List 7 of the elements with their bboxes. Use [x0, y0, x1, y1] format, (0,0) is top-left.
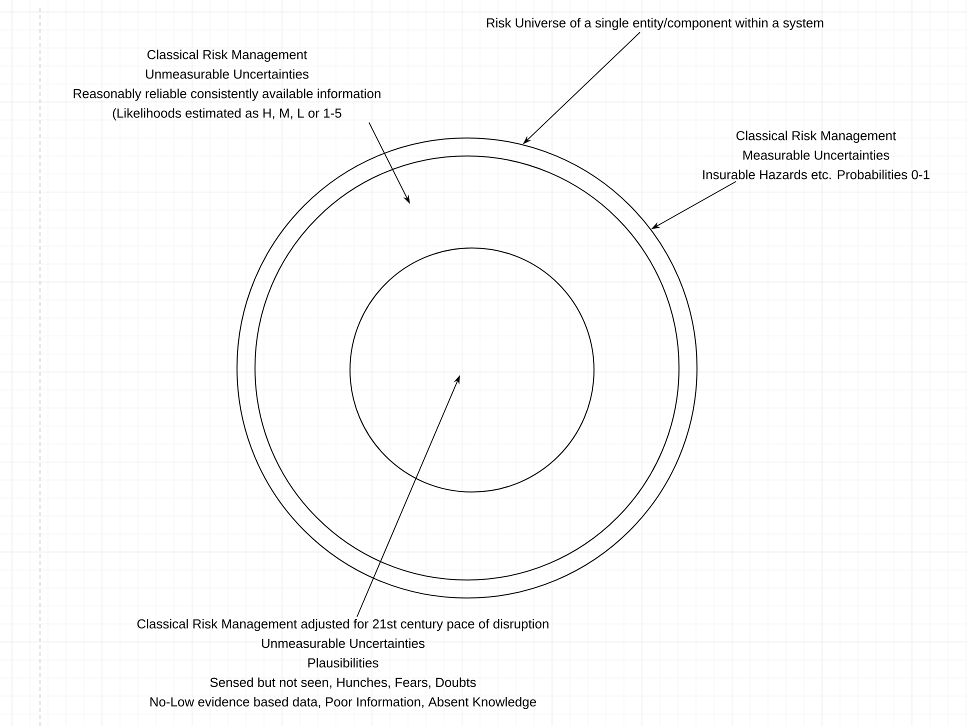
circle: [236, 138, 698, 598]
annotation-text: Classical Risk Management Measurable Uncertainties Insurable Hazards etc. Probabilities 0-1: [703, 130, 930, 180]
annotation-text: Classical Risk Management Unmeasurable Uncertainties Reasonably reliable consistently available information (Likelihoods estimated as H, M, L or 1-5: [74, 50, 380, 120]
circle: [254, 156, 680, 580]
annotation-text: Classical Risk Management adjusted for 21st century pace of disruption Unmeasurable Uncertainties Plausibilities Sensed but not seen, Hunches, Fears, Doubts No-Low evidence based data, Poor Information, Absent Knowledge: [137, 618, 548, 710]
circle: [350, 248, 594, 492]
annotation-text: Risk Universe of a single entity/component within a system: [487, 18, 824, 30]
